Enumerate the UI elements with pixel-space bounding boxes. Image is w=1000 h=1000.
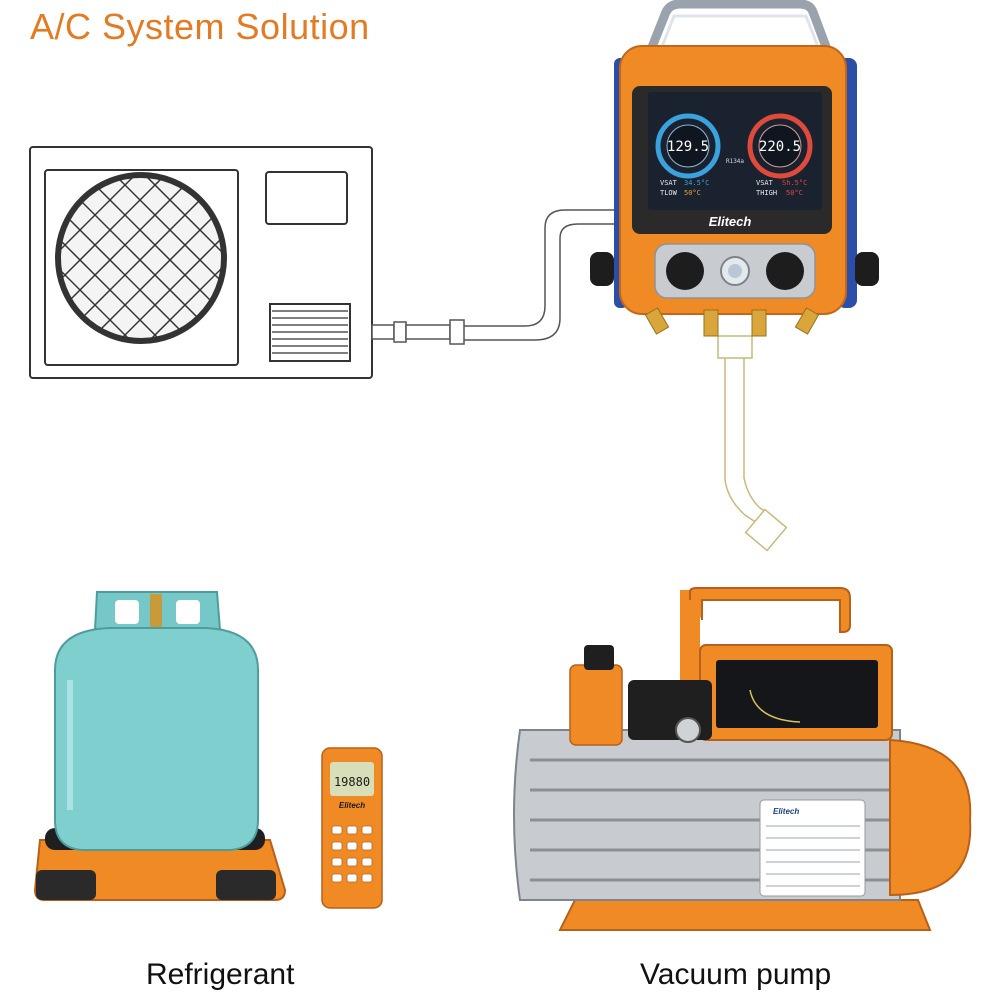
pump-handle — [689, 587, 851, 633]
scale-reading: 19880 — [334, 775, 370, 789]
refrigerant-type: R134a — [726, 158, 744, 165]
low-pressure-gauge — [655, 113, 721, 179]
tlow-value: 50°C — [684, 189, 701, 197]
vsat-label: VSAT — [660, 179, 678, 187]
pump-spec-label — [759, 799, 866, 897]
tsat-label: VSAT — [756, 179, 774, 187]
digital-manifold: 129.5 220.5 R134a VSAT 34.5°C TLOW 50°C … — [590, 0, 879, 337]
page-title: A/C System Solution — [30, 6, 370, 47]
pump-connection-hose — [717, 335, 788, 552]
side-knob-left — [590, 252, 614, 286]
tsat-value: Sh.5°C — [782, 179, 807, 187]
manifold-screen — [648, 92, 822, 210]
high-side-knob — [766, 252, 804, 290]
scale-brand-logo: Elitech — [339, 801, 365, 810]
ac-outdoor-unit — [29, 146, 373, 379]
vacuum-pump: Elitech — [513, 587, 972, 931]
high-pressure-value: 220.5 — [759, 139, 801, 155]
thigh-label: THIGH — [756, 189, 777, 197]
tlow-label: TLOW — [660, 189, 678, 197]
ac-connection-hose — [371, 209, 620, 345]
vsat-value: 34.5°C — [684, 179, 709, 187]
manifold-brand-logo: Elitech — [709, 214, 752, 229]
pump-brand-logo: Elitech — [773, 807, 799, 816]
low-pressure-value: 129.5 — [667, 139, 709, 155]
thigh-value: 50°C — [786, 189, 803, 197]
low-side-knob — [666, 252, 704, 290]
vacuum-pump-caption: Vacuum pump — [640, 958, 832, 991]
refrigerant-caption: Refrigerant — [146, 958, 295, 991]
high-pressure-gauge — [747, 113, 813, 179]
refrigerant-tank — [54, 591, 259, 851]
pump-screen — [716, 660, 878, 728]
ac-vent-slats — [272, 310, 348, 354]
ac-fan-grille — [55, 172, 227, 344]
side-knob-right — [855, 252, 879, 286]
pump-motor — [889, 738, 972, 897]
scale-handheld-display: 19880 Elitech — [321, 747, 383, 909]
